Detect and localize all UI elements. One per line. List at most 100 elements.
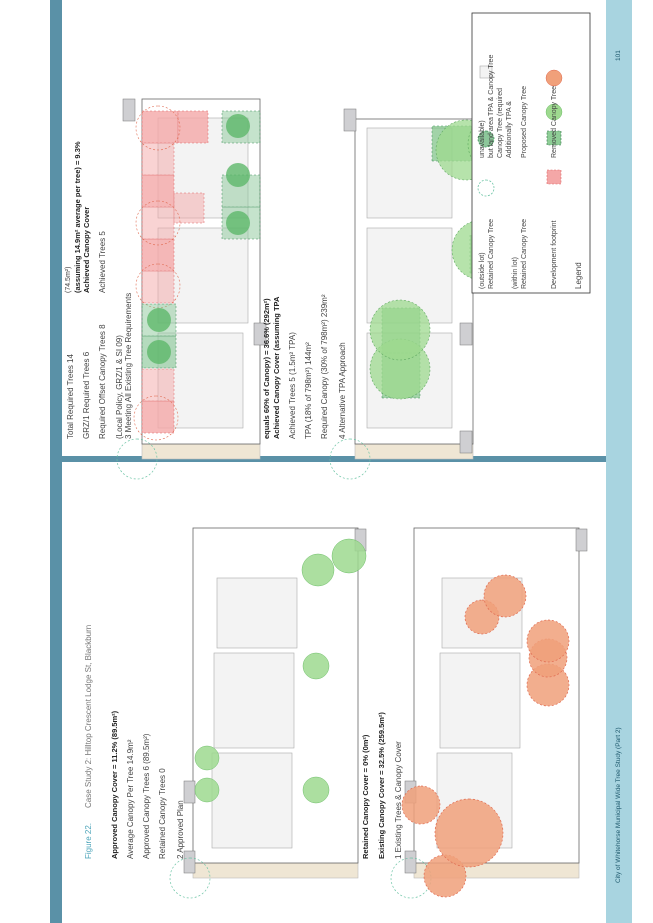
removed-tree [401, 785, 441, 825]
offset-tree-area [141, 142, 175, 176]
panel-2-line-1: Retained Canopy Trees 0 [158, 768, 167, 859]
panel-1-line-2: Retained Canopy Cover = 0% (0m²) [361, 734, 370, 859]
crossover [343, 108, 357, 132]
crossover [404, 850, 417, 874]
legend-item-7: Additionally TPA & [506, 101, 513, 158]
offset-tree-area [141, 270, 175, 304]
legend-swatch-retained-outside [477, 179, 495, 197]
crossover [575, 528, 588, 552]
offset-tree-area [141, 400, 175, 434]
panel-4-line-4: Achieved Canopy Cover (assuming TPA [272, 296, 281, 439]
panel-2-line-4: Approved Canopy Cover = 11.2% (89.5m²) [110, 710, 119, 859]
crossover [183, 850, 196, 874]
panel-3-line-6: (assuming 14.9m² average per tree) = 9.3… [73, 141, 82, 293]
offset-tree-area [141, 238, 175, 272]
proposed-tree [226, 163, 250, 187]
offset-tree-area [141, 174, 175, 208]
street-tree [169, 857, 211, 899]
crossover [459, 430, 473, 454]
crossover [122, 98, 136, 122]
panel-4-line-3: Achieved Trees 5 (1.5m² TPA) [288, 332, 297, 439]
plan-existing-trees [390, 527, 588, 899]
offset-tree-area [141, 206, 175, 240]
tpa-canopy-tree [369, 299, 431, 361]
street-tree [329, 438, 371, 480]
panel-4-title: 4 Alternative TPA Approach [338, 342, 347, 439]
legend-swatch-footprint [479, 65, 493, 79]
proposed-tree [302, 652, 330, 680]
panel-1-title: 1 Existing Trees & Canopy Cover [394, 741, 403, 859]
legend-item-5: Proposed Canopy Tree [521, 86, 528, 158]
legend-box [471, 12, 591, 294]
plan-requirements [116, 98, 267, 480]
panel-3-line-7: (74.5m²) [65, 266, 72, 293]
legend-item-3b: (outside lot) [479, 252, 486, 289]
legend-item-3: Retained Canopy Tree [488, 218, 495, 289]
panel-4-line-1: Required Canopy (30% of 798m²) 239m² [320, 294, 329, 439]
legend-title: Legend [574, 262, 583, 289]
legend-swatch-proposed [545, 103, 563, 121]
rotated-content: 1 Existing Trees & Canopy Cover Existing… [62, 0, 622, 923]
legend-item-7b: Canopy Tree (required [497, 87, 504, 158]
removed-tree [483, 574, 527, 618]
legend-item-7d: unavailable) [479, 120, 486, 158]
legend-swatch-additional [546, 169, 562, 185]
dwelling-footprint [213, 652, 295, 749]
offset-tree-area [177, 110, 209, 144]
road-strip [141, 443, 261, 460]
figure-title: Case Study 2: Hilltop Crescent Lodge St,… [84, 624, 93, 808]
crossover [459, 322, 473, 346]
road-strip [192, 862, 359, 879]
panel-3-title: 3 Meeting All Existing Tree Requirements [124, 292, 133, 439]
plan-approved [169, 527, 367, 899]
plan-tpa [329, 108, 529, 480]
footer-document-title: City of Whitehorse Municipal Wide Tree S… [615, 727, 622, 883]
road-strip [354, 443, 474, 460]
left-margin-band [50, 0, 62, 923]
proposed-tree [301, 553, 335, 587]
proposed-tree [226, 114, 250, 138]
removed-tree-outline [135, 105, 181, 151]
panel-1-line-1: Existing Canopy Cover = 32.5% (259.5m²) [377, 712, 386, 859]
crossover [253, 322, 267, 346]
panel-divider [62, 456, 606, 462]
proposed-tree [194, 745, 220, 771]
legend-swatch-removed [545, 69, 563, 87]
panel-2-title: 2 Approved Plan [176, 800, 185, 859]
proposed-tree [302, 776, 330, 804]
panel-3-line-4: Achieved Trees 5 [98, 231, 107, 293]
offset-tree-area [173, 192, 205, 224]
site-plans [116, 12, 591, 899]
legend-item-4: Removed Canopy Tree [551, 86, 558, 158]
removed-tree-outline [133, 395, 179, 441]
dwelling-footprint [439, 652, 521, 749]
panel-2-line-3: Average Canopy Per Tree 14.9m² [126, 739, 135, 859]
removed-tree [434, 798, 504, 868]
figure-label: Figure 22. [84, 822, 93, 859]
footer-page-number: 101 [615, 50, 622, 61]
panel-3-line-1: Required Offset Canopy Trees 8 [98, 324, 107, 439]
proposed-tree [194, 777, 220, 803]
proposed-tree [226, 211, 250, 235]
offset-tree-area [141, 368, 175, 402]
panel-4-line-2: TPA (18% of 798m²) 144m² [304, 342, 313, 439]
panel-3-line-2: GRZ/1 Required Trees 6 [82, 351, 91, 439]
dwelling-footprint [211, 752, 293, 849]
legend-item-2: Retained Canopy Tree [521, 218, 528, 289]
legend-swatch-retained-within [477, 130, 495, 148]
offset-tree-area [141, 110, 179, 144]
panel-2-line-2: Approved Canopy Trees 6 (89.5m²) [142, 733, 151, 859]
removed-tree [526, 619, 570, 663]
legend-item-2b: (within lot) [512, 257, 519, 289]
proposed-tree [147, 308, 171, 332]
legend-item-7c: but land area [488, 117, 495, 158]
street-tree [116, 438, 158, 480]
legend-swatch-tpa [546, 130, 562, 146]
panel-3-line-5: Achieved Canopy Cover [82, 206, 91, 293]
panel-3-subtitle: (Local Policy, GRZ/1 & SI 09) [115, 335, 124, 439]
dwelling-footprint [216, 577, 298, 649]
street-tree [390, 857, 432, 899]
proposed-tree [147, 340, 171, 364]
legend-item-1: Development footprint [551, 220, 558, 289]
